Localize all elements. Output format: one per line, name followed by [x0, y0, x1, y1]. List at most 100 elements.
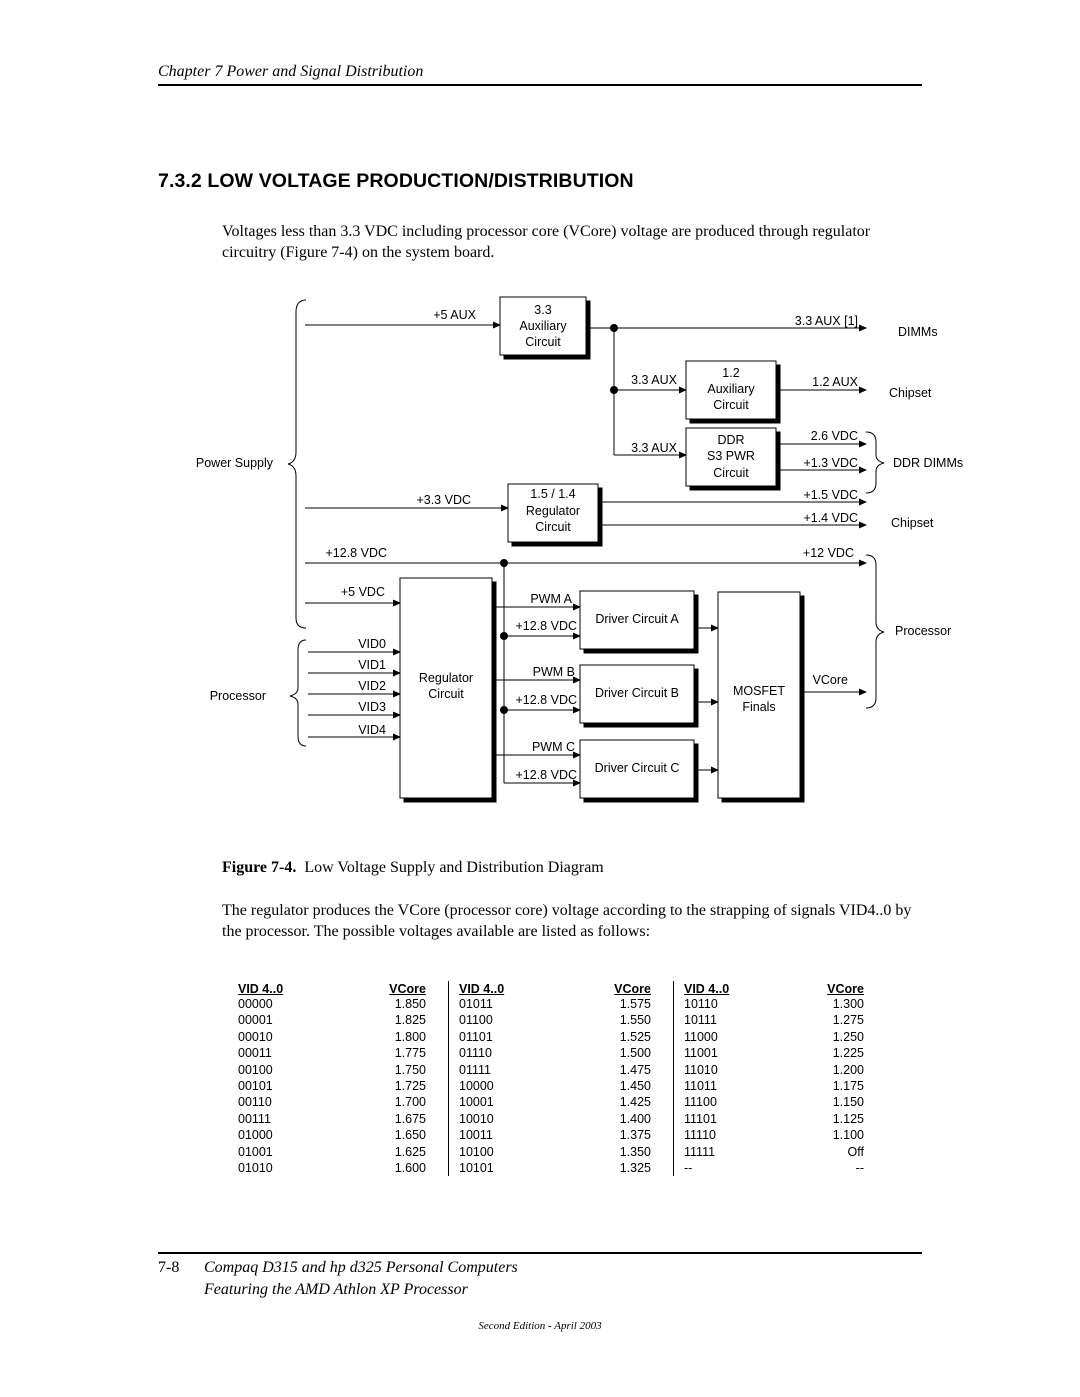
regulator-line1: Regulator [419, 671, 473, 685]
vcore-value-cell: 1.525 [565, 1028, 674, 1046]
vid0-label: VID0 [358, 637, 386, 651]
vid-code-cell: 10110 [684, 997, 718, 1011]
vcore-value-cell: 1.200 [832, 1062, 864, 1077]
vid-code-cell: 11101 [684, 1111, 717, 1126]
vcore-value-cell: 1.150 [832, 1095, 864, 1110]
vid1-label: VID1 [358, 658, 386, 672]
vcore-value-cell: 1.600 [324, 1160, 449, 1177]
vcore-value-cell: 1.500 [565, 1045, 674, 1062]
vid2-label: VID2 [358, 679, 386, 693]
vcore-value-cell: 1.450 [565, 1078, 674, 1095]
out-13vdc: +1.3 VDC [803, 456, 858, 470]
vid-code-cell: 01101 [459, 1029, 493, 1044]
footer-title-line1: Compaq D315 and hp d325 Personal Compute… [204, 1259, 518, 1276]
footer-edition: Second Edition - April 2003 [478, 1320, 602, 1332]
reg15-line2: Regulator [526, 504, 580, 518]
dest-chipset2: Chipset [891, 516, 934, 530]
vcore-value-cell: 1.425 [565, 1094, 674, 1111]
driver-b-label: Driver Circuit B [595, 686, 679, 700]
label-33vdc: +3.3 VDC [416, 493, 471, 507]
out-12aux: 1.2 AUX [812, 375, 859, 389]
label-128vdc: +12.8 VDC [326, 546, 388, 560]
out-14vdc: +1.4 VDC [803, 511, 858, 525]
col-vid-1: VID 4..0 [238, 981, 284, 996]
aux33-line2: Auxiliary [519, 319, 567, 333]
driver-c-label: Driver Circuit C [595, 761, 680, 775]
table-header-row: VID 4..0 VCore VID 4..0 VCore VID 4..0 V… [238, 981, 864, 996]
vcore-value-cell: 1.175 [832, 1079, 864, 1094]
vcore-value-cell: 1.325 [565, 1160, 674, 1177]
out-15vdc: +1.5 VDC [803, 488, 858, 502]
vcore-value-cell: 1.850 [324, 996, 449, 1013]
intro-paragraph: Voltages less than 3.3 VDC including pro… [222, 223, 871, 261]
reg15-line3: Circuit [535, 520, 571, 534]
col-vcore-2: VCore [565, 981, 674, 996]
vcore-value-cell: -- [855, 1161, 864, 1176]
mosfet-line1: MOSFET [733, 684, 785, 698]
section-heading: 7.3.2 LOW VOLTAGE PRODUCTION/DISTRIBUTIO… [158, 170, 634, 192]
vcore-value-cell: 1.475 [565, 1061, 674, 1079]
dest-chipset1: Chipset [889, 386, 932, 400]
vid4-label: VID4 [358, 723, 386, 737]
vcore-value-cell: 1.775 [324, 1045, 449, 1062]
vcore-value-cell: 1.575 [565, 996, 674, 1013]
vid-code-cell: 00101 [238, 1079, 273, 1094]
vcore-value-cell: 1.100 [832, 1128, 864, 1143]
ddr-line2: S3 PWR [707, 449, 755, 463]
ddr-line3: Circuit [713, 466, 749, 480]
pwm-b-label: PWM B [533, 665, 575, 679]
ddr-line1: DDR [717, 433, 744, 447]
vcore-value-cell: 1.275 [832, 1013, 864, 1028]
drv-a-128: +12.8 VDC [516, 619, 578, 633]
vid-code-cell: 01000 [238, 1128, 273, 1143]
aux33-line3: Circuit [525, 335, 561, 349]
mosfet-line2: Finals [742, 700, 775, 714]
vid-code-cell: 11011 [684, 1079, 717, 1094]
drv-b-128: +12.8 VDC [516, 693, 578, 707]
vcore-value-cell: 1.300 [832, 997, 864, 1011]
vid-code-cell: 10001 [459, 1095, 494, 1110]
figure-caption: Figure 7-4. Low Voltage Supply and Distr… [222, 859, 604, 877]
footer-rule [158, 1252, 922, 1254]
vid-code-cell: 10000 [459, 1079, 494, 1094]
vid-code-cell: 00110 [238, 1095, 272, 1110]
vid-code-cell: 10111 [684, 1013, 717, 1028]
vid-code-cell: 11111 [684, 1144, 716, 1159]
col-vcore-1: VCore [324, 981, 449, 996]
out-vcore: VCore [813, 673, 848, 687]
aux12-line1: 1.2 [722, 366, 739, 380]
label-33aux-b: 3.3 AUX [631, 441, 678, 455]
pwm-c-label: PWM C [532, 740, 575, 754]
vcore-value-cell: 1.825 [324, 1012, 449, 1029]
vid-code-cell: 10010 [459, 1111, 494, 1126]
vid3-label: VID3 [358, 700, 386, 714]
label-5aux: +5 AUX [433, 308, 476, 322]
vid-code-cell: 01110 [459, 1046, 492, 1061]
vid-code-cell: 01011 [459, 997, 493, 1011]
vcore-value-cell: 1.225 [832, 1046, 864, 1061]
vid-code-cell: 01010 [238, 1161, 273, 1176]
table-row: 00110 1.700 10001 1.425 11100 1.150 [238, 1094, 864, 1111]
processor-in-label: Processor [210, 689, 266, 703]
vid-code-cell: 00001 [238, 1013, 273, 1028]
vcore-value-cell: 1.700 [324, 1094, 449, 1111]
vid-code-cell: 11000 [684, 1029, 718, 1044]
vcore-value-cell: 1.725 [324, 1078, 449, 1095]
vcore-value-cell: 1.250 [832, 1029, 864, 1044]
vid-code-cell: 00010 [238, 1029, 273, 1044]
footer-title-line2: Featuring the AMD Athlon XP Processor [204, 1281, 468, 1298]
power-supply-label: Power Supply [196, 456, 274, 470]
vid-table: VID 4..0 VCore VID 4..0 VCore VID 4..0 V… [238, 981, 864, 1177]
vcore-value-cell: 1.750 [324, 1061, 449, 1079]
vcore-value-cell: 1.675 [324, 1110, 449, 1128]
vcore-value-cell: 1.625 [324, 1143, 449, 1161]
vid-code-cell: 11100 [684, 1095, 717, 1110]
table-row: 00101 1.725 10000 1.450 11011 1.175 [238, 1078, 864, 1095]
